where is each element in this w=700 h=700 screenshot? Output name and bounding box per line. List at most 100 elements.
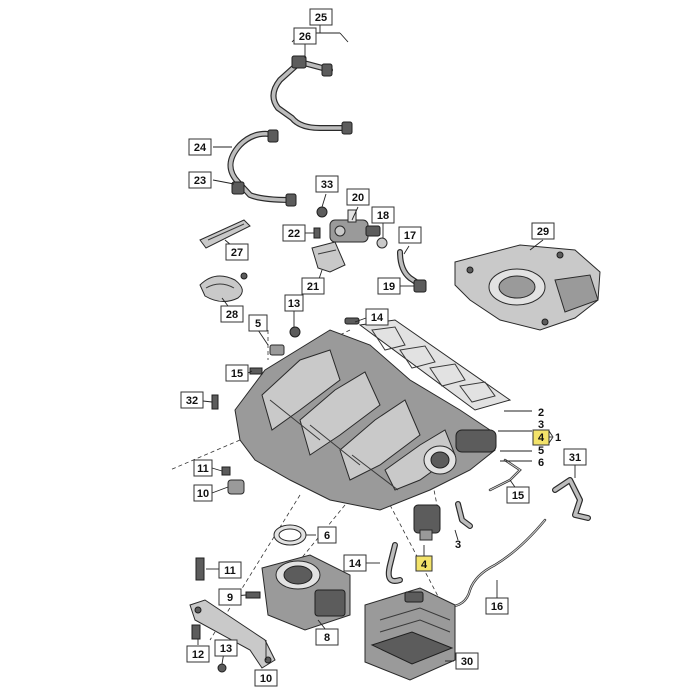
callout-12: 8 (315, 628, 339, 646)
callout-37: 33 (315, 175, 339, 193)
bolt-26 (313, 227, 321, 239)
callout-30: 26 (293, 27, 317, 45)
vacuum-hose-assembly (227, 55, 353, 207)
svg-text:26: 26 (299, 31, 311, 43)
hose-connector-30 (291, 55, 307, 69)
hose-21 (397, 249, 427, 293)
bolt-15 (195, 557, 205, 581)
callout-19: 15 (506, 486, 530, 504)
callout-4-lower-highlight: 4 (415, 555, 433, 572)
bolt-11 (249, 367, 263, 375)
control-valve-4 (413, 501, 473, 541)
svg-text:23: 23 (194, 175, 206, 187)
o-ring-22 (376, 237, 388, 249)
svg-text:6: 6 (538, 457, 544, 469)
screw-8 (221, 466, 231, 476)
svg-text:19: 19 (383, 281, 395, 293)
svg-text:13: 13 (288, 298, 300, 310)
svg-text:32: 32 (186, 395, 198, 407)
svg-text:33: 33 (321, 179, 333, 191)
callout-4-highlight: 4 (532, 429, 550, 446)
clamp-23 (413, 279, 427, 293)
svg-text:9: 9 (227, 592, 233, 604)
callout-26: 22 (282, 224, 306, 242)
bolt-13 (245, 591, 261, 599)
svg-text:3: 3 (538, 419, 544, 431)
clip-strip-31 (199, 219, 251, 249)
svg-text:17: 17 (404, 230, 416, 242)
bracket-25 (311, 241, 346, 273)
hose-35 (552, 477, 591, 521)
svg-text:10: 10 (260, 673, 272, 685)
svg-text:21: 21 (307, 281, 319, 293)
callout-20: 16 (485, 597, 509, 615)
grommet-9 (289, 326, 301, 338)
svg-text:28: 28 (226, 309, 238, 321)
svg-text:11: 11 (224, 565, 236, 577)
callout-5: 5 (248, 314, 268, 332)
bracket-32 (199, 272, 248, 302)
svg-text:15: 15 (231, 368, 243, 380)
callout-29: 25 (309, 8, 333, 26)
bolt-16 (191, 624, 201, 640)
sensor-7 (227, 479, 245, 495)
svg-text:31: 31 (569, 452, 581, 464)
callout-labels: 25 26 24 23 33 20 18 17 22 21 19 29 27 2… (180, 8, 587, 687)
callout-28: 24 (188, 138, 212, 156)
callout-17: 13 (214, 639, 238, 657)
svg-text:20: 20 (352, 192, 364, 204)
svg-text:14: 14 (371, 312, 384, 324)
svg-text:12: 12 (192, 649, 204, 661)
svg-text:22: 22 (288, 228, 300, 240)
svg-text:27: 27 (231, 247, 243, 259)
callout-6: 6 (317, 526, 337, 544)
bolt-36 (211, 394, 219, 410)
callout-34: 30 (455, 652, 479, 670)
svg-text:30: 30 (461, 656, 473, 668)
svg-text:2: 2 (538, 407, 544, 419)
svg-text:29: 29 (537, 226, 549, 238)
svg-text:5: 5 (538, 445, 544, 457)
pressure-sensor-24 (329, 209, 381, 243)
support-bracket-14 (189, 599, 276, 669)
callout-10: 14 (365, 308, 389, 326)
callout-8: 11 (193, 459, 213, 477)
svg-text:11: 11 (197, 463, 209, 475)
svg-text:4: 4 (538, 432, 545, 444)
callout-22: 18 (371, 206, 395, 224)
svg-text:3: 3 (455, 539, 461, 551)
callout-25: 21 (301, 277, 325, 295)
callout-7: 10 (193, 484, 213, 502)
svg-text:16: 16 (491, 601, 503, 613)
callout-5-right: 5 (538, 445, 544, 457)
callout-2: 2 (538, 407, 544, 419)
svg-text:18: 18 (377, 210, 389, 222)
callout-32: 28 (220, 305, 244, 323)
callout-1: 1 (555, 432, 561, 444)
callout-31: 27 (225, 243, 249, 261)
svg-text:5: 5 (255, 318, 261, 330)
svg-text:13: 13 (220, 643, 232, 655)
svg-text:8: 8 (324, 632, 330, 644)
svg-text:10: 10 (197, 488, 209, 500)
callout-27: 23 (188, 171, 212, 189)
callout-3-lower: 3 (455, 539, 461, 551)
leader-lines (197, 24, 576, 665)
svg-text:24: 24 (194, 142, 207, 154)
svg-text:6: 6 (324, 530, 330, 542)
resonator-box-34 (364, 587, 456, 681)
washer-17 (217, 663, 227, 673)
svg-text:25: 25 (315, 12, 327, 24)
throttle-body-12 (261, 554, 351, 631)
callout-3: 3 (538, 419, 544, 431)
svg-text:1: 1 (555, 432, 561, 444)
callout-24: 20 (346, 188, 370, 206)
callout-16: 12 (186, 645, 210, 663)
callout-18: 14 (343, 554, 367, 572)
callout-33: 29 (531, 222, 555, 240)
cylinder-head-cover-33 (454, 244, 601, 331)
svg-text:15: 15 (512, 490, 524, 502)
hose-18 (385, 542, 403, 584)
